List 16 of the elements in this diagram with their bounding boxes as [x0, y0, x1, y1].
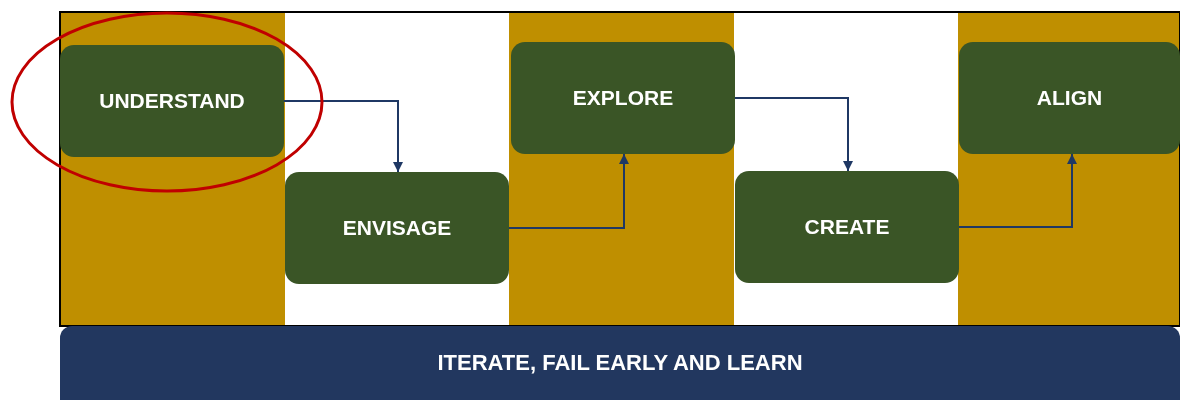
step-label: UNDERSTAND: [99, 89, 245, 113]
arrow: [958, 153, 1077, 228]
arrow: [283, 100, 403, 173]
step-box: [959, 42, 1180, 154]
step-label: EXPLORE: [572, 86, 674, 110]
step-box: [60, 45, 284, 157]
step-label: CREATE: [804, 215, 890, 239]
step-box: [735, 171, 959, 283]
step-box: [285, 172, 509, 284]
banner-bar: [60, 326, 1180, 400]
arrow: [734, 97, 853, 172]
step-label: ITERATE, FAIL EARLY AND LEARN: [437, 350, 803, 376]
step-label: ALIGN: [1036, 86, 1103, 110]
arrow: [508, 153, 629, 229]
step-box: [511, 42, 735, 154]
step-label: ENVISAGE: [342, 216, 452, 240]
